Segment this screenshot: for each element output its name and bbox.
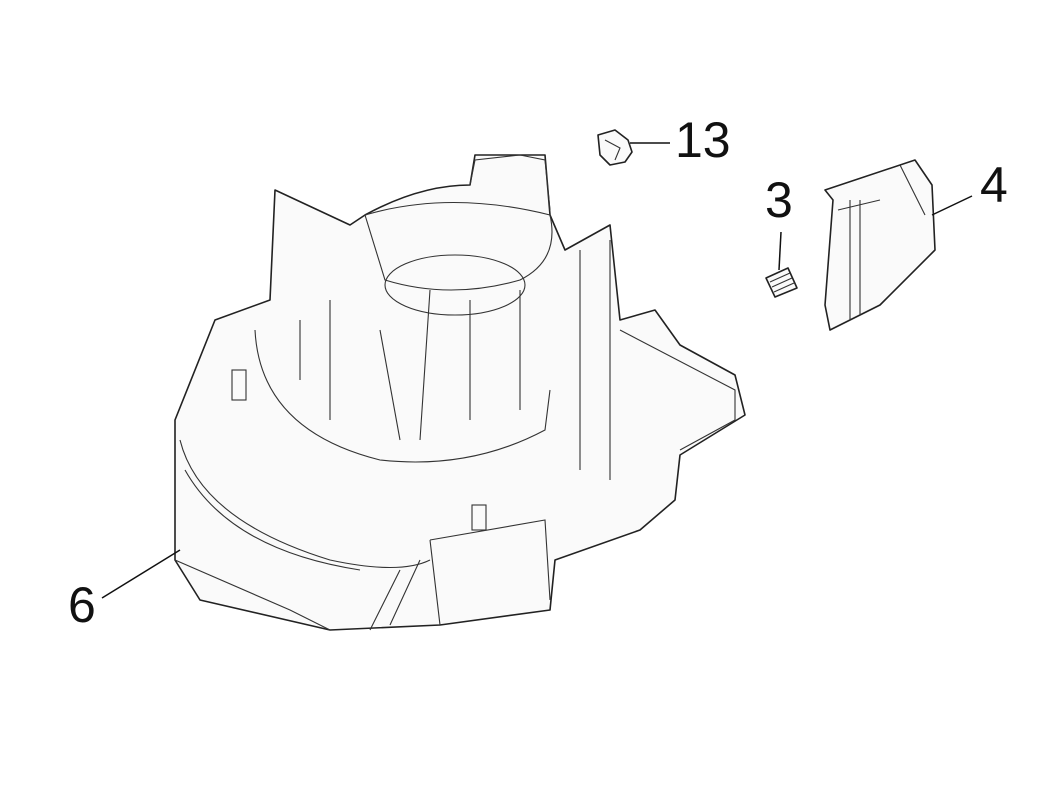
callout-label-6: 6 <box>68 577 96 633</box>
leader-line-6 <box>101 549 181 599</box>
callout-label-4: 4 <box>980 157 1008 213</box>
callout-label-3: 3 <box>765 172 793 228</box>
housing-part-6 <box>174 154 746 631</box>
cover-part-4 <box>824 159 936 331</box>
leader-line-3 <box>778 231 782 271</box>
leader-line-4 <box>931 195 973 216</box>
clip-part-13 <box>597 129 633 166</box>
callout-label-13: 13 <box>675 112 731 168</box>
spring-part-3 <box>765 267 798 298</box>
